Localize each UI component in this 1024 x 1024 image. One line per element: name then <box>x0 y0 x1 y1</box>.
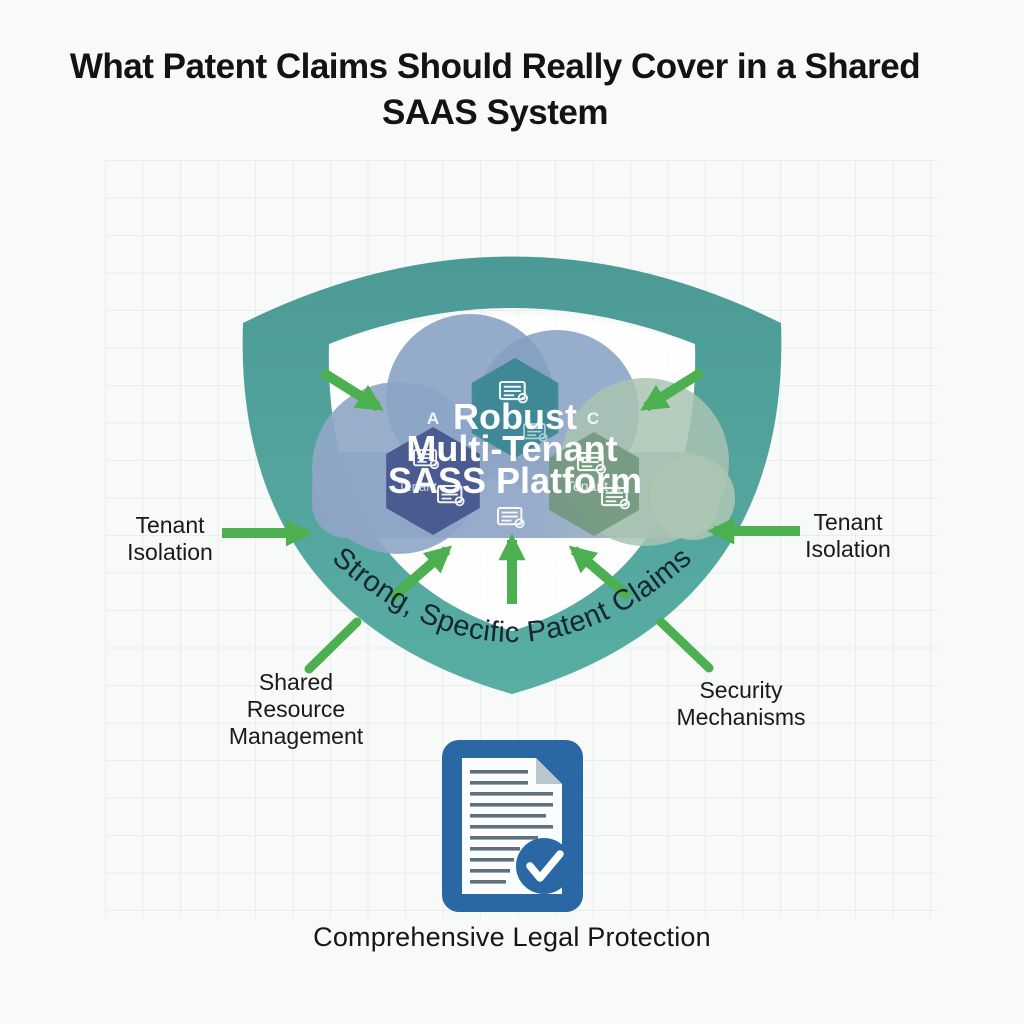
label-line: Mechanisms <box>676 704 806 731</box>
label-security-mechanisms: Security Mechanisms <box>652 677 830 731</box>
hex-left-label: Tenant <box>398 479 437 494</box>
connector-shared-resource <box>304 617 362 674</box>
checkmark-icon <box>526 850 564 882</box>
page-title-line2: SAAS System <box>382 93 608 133</box>
hexagon-left-tenant <box>386 427 480 535</box>
platform-title-line2: Multi-Tenant <box>406 428 617 469</box>
label-line: Shared <box>258 669 334 695</box>
page-title-line1: What Patent Claims Should Really Cover i… <box>69 47 921 86</box>
arrow-bottom-left <box>388 545 453 602</box>
hex-right-label: Tenant A <box>566 478 621 494</box>
page-fold <box>536 758 562 784</box>
label-tenant-isolation-left: Tenant Isolation <box>85 512 255 566</box>
zone-letter-a: A <box>427 409 439 428</box>
label-line: Isolation <box>127 539 213 566</box>
platform-title: Robust Multi-Tenant SASS Platform <box>388 396 642 501</box>
label-shared-resource-management: Shared Resource Management <box>210 669 382 750</box>
hexagon-top-tenant <box>471 358 559 458</box>
arrow-group <box>222 367 800 604</box>
connector-group <box>304 617 714 674</box>
platform-title-line1: Robust <box>453 396 577 437</box>
label-line: Security <box>699 677 783 703</box>
label-line: Management <box>228 723 364 750</box>
label-line: Isolation <box>805 536 891 563</box>
check-badge <box>516 838 572 894</box>
page-title: What Patent Claims Should Really Cover i… <box>0 44 990 136</box>
label-line: Tenant <box>813 509 883 535</box>
shield-icon <box>242 256 782 694</box>
hexagon-right-tenant <box>549 432 639 536</box>
zone-letter-c: C <box>587 409 599 428</box>
footer-caption: Comprehensive Legal Protection <box>313 922 711 952</box>
connector-security <box>656 617 714 673</box>
label-line: Tenant <box>135 512 205 538</box>
arrow-bottom-right <box>568 545 633 601</box>
platform-title-line3: SASS Platform <box>388 460 642 501</box>
arrow-top-right <box>640 367 705 412</box>
label-line: Resource <box>246 696 346 723</box>
label-tenant-isolation-right: Tenant Isolation <box>762 509 934 563</box>
arrow-top-left <box>319 367 384 412</box>
legal-document-check-icon <box>442 740 583 912</box>
